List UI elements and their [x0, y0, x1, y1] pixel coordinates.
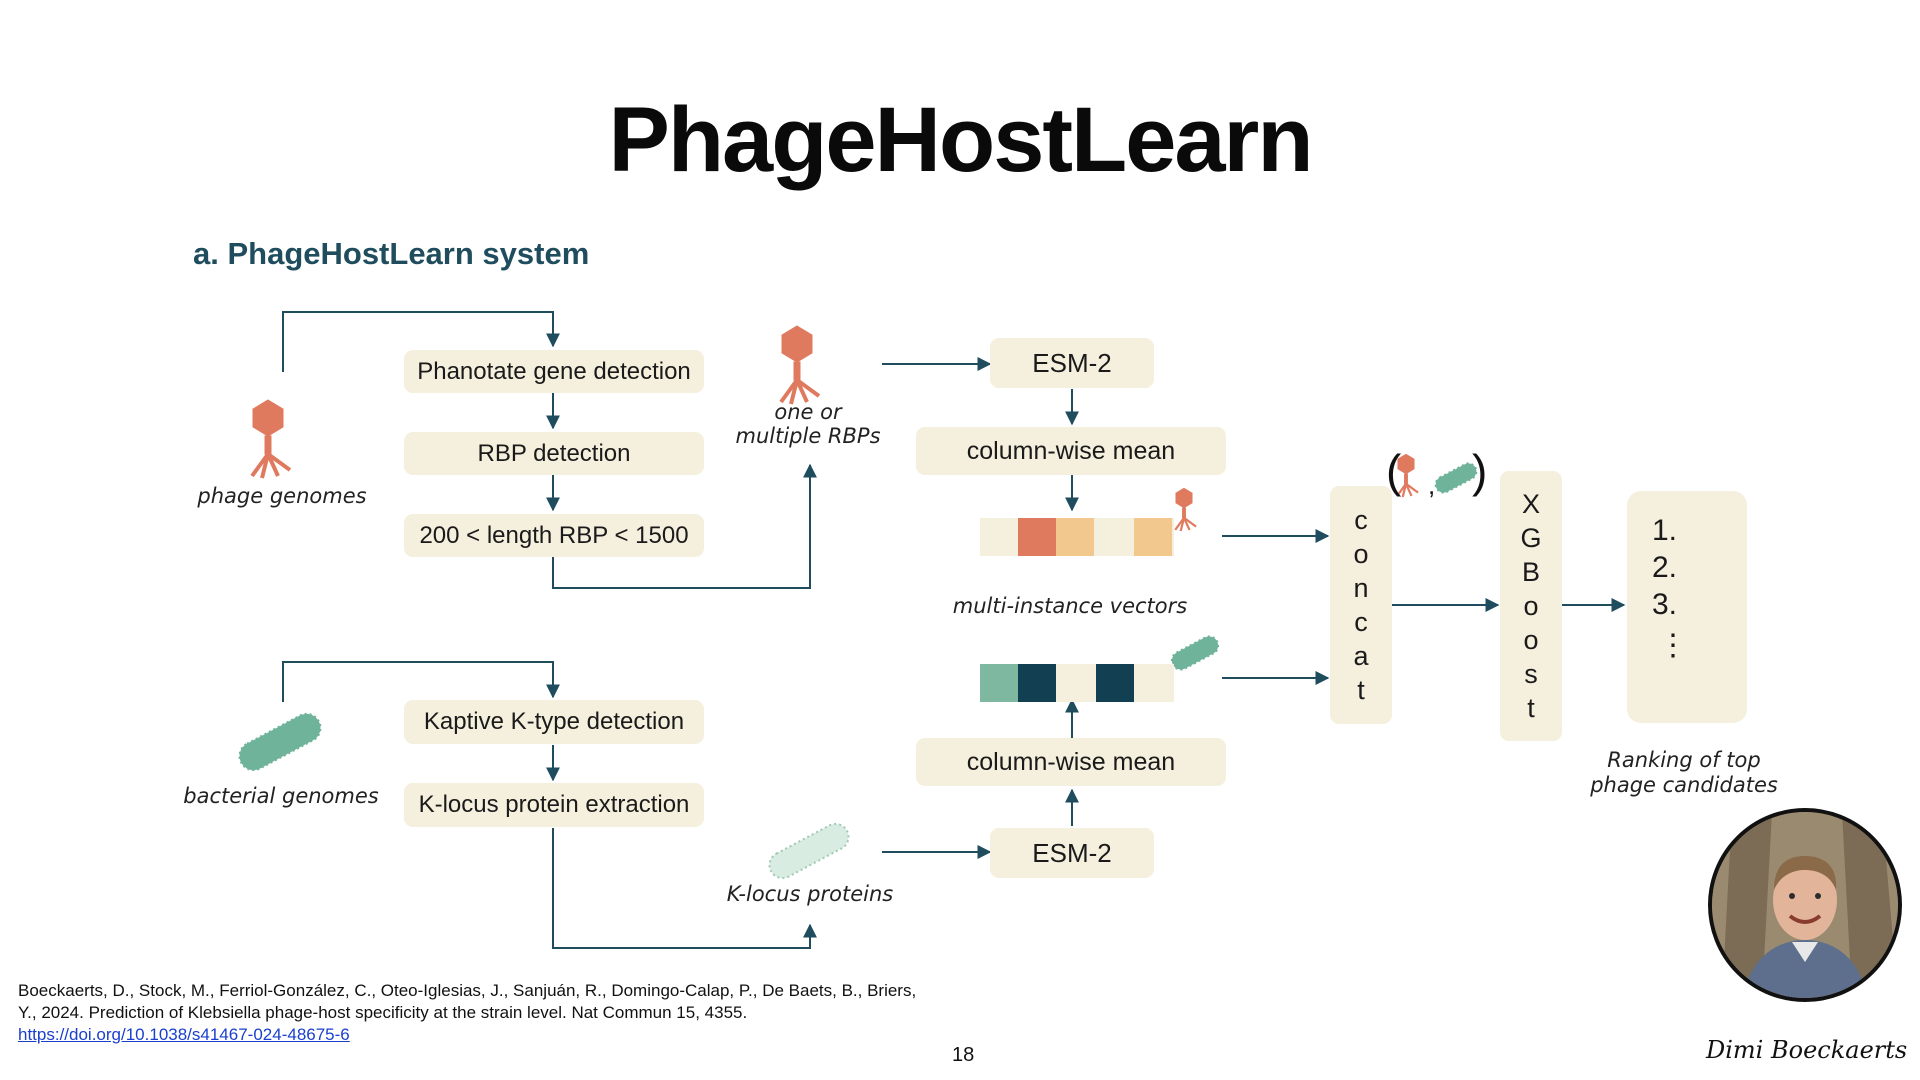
multi-instance-vectors-label: multi-instance vectors	[952, 594, 1188, 618]
presenter-avatar	[1708, 808, 1902, 1002]
phage-genome-icon	[250, 398, 292, 480]
phanotate-step: Phanotate gene detection	[404, 350, 704, 393]
rbp-detection-step: RBP detection	[404, 432, 704, 475]
phage-vector	[980, 518, 1174, 556]
k-locus-protein-icon	[768, 822, 850, 880]
pair-close-paren: )	[1472, 445, 1487, 497]
citation: Boeckaerts, D., Stock, M., Ferriol-Gonzá…	[18, 980, 938, 1046]
pair-comma: ,	[1428, 470, 1435, 500]
rank-more: ⋮	[1658, 629, 1688, 662]
concat-letter: a	[1353, 641, 1369, 671]
concat-letter: c	[1354, 505, 1368, 535]
panel-title: a. PhageHostLearn system	[193, 236, 590, 271]
vector-phage-icon	[1174, 487, 1198, 533]
concat-letter: o	[1353, 539, 1369, 569]
kaptive-step: Kaptive K-type detection	[404, 700, 704, 744]
esm2-top-box: ESM-2	[990, 338, 1154, 388]
k-locus-proteins-label: K-locus proteins	[726, 882, 894, 906]
column-mean-bottom-box: column-wise mean	[916, 738, 1226, 786]
concat-column: c o n c a t	[1330, 486, 1392, 724]
xgboost-letter: s	[1524, 659, 1538, 689]
pair-bacteria-icon	[1434, 462, 1478, 494]
rbp-phage-icon	[779, 324, 821, 406]
rank-2: 2.	[1652, 551, 1678, 584]
page-number: 18	[952, 1044, 975, 1066]
xgboost-letter: o	[1523, 625, 1539, 655]
esm2-bottom-box: ESM-2	[990, 828, 1154, 878]
xgboost-letter: B	[1521, 557, 1540, 587]
slide-title: PhageHostLearn	[608, 89, 1313, 191]
xgboost-column: X G B o o s t	[1500, 471, 1562, 741]
bacterial-genomes-label: bacterial genomes	[183, 784, 379, 808]
presenter-signature: Dimi Boeckaerts	[1706, 1036, 1908, 1064]
citation-text: Boeckaerts, D., Stock, M., Ferriol-Gonzá…	[18, 981, 917, 1022]
ranking-box	[1627, 491, 1747, 723]
rbp-label: one or multiple RBPs	[735, 400, 881, 448]
xgboost-letter: X	[1521, 489, 1540, 519]
concat-letter: c	[1354, 607, 1368, 637]
ranking-label: Ranking of top phage candidates	[1590, 748, 1778, 797]
vector-bacteria-icon	[1170, 635, 1220, 671]
rank-1: 1.	[1652, 514, 1678, 547]
pair-open-paren: (	[1386, 445, 1402, 497]
column-mean-top-box: column-wise mean	[916, 427, 1226, 475]
rank-3: 3.	[1652, 588, 1678, 621]
phage-connectors	[282, 311, 1330, 589]
k-locus-extraction-step: K-locus protein extraction	[404, 783, 704, 827]
concat-letter: n	[1353, 573, 1369, 603]
phage-genomes-label: phage genomes	[197, 484, 367, 508]
length-filter-step: 200 < length RBP < 1500	[404, 514, 704, 557]
citation-link[interactable]: https://doi.org/10.1038/s41467-024-48675…	[18, 1025, 350, 1044]
concat-letter: t	[1357, 675, 1365, 705]
bacteria-genome-icon	[238, 712, 322, 772]
xgboost-letter: o	[1523, 591, 1539, 621]
bacteria-vector	[980, 664, 1174, 702]
xgboost-letter: t	[1527, 693, 1535, 723]
xgboost-letter: G	[1520, 523, 1542, 553]
bacteria-connectors	[282, 661, 1330, 949]
